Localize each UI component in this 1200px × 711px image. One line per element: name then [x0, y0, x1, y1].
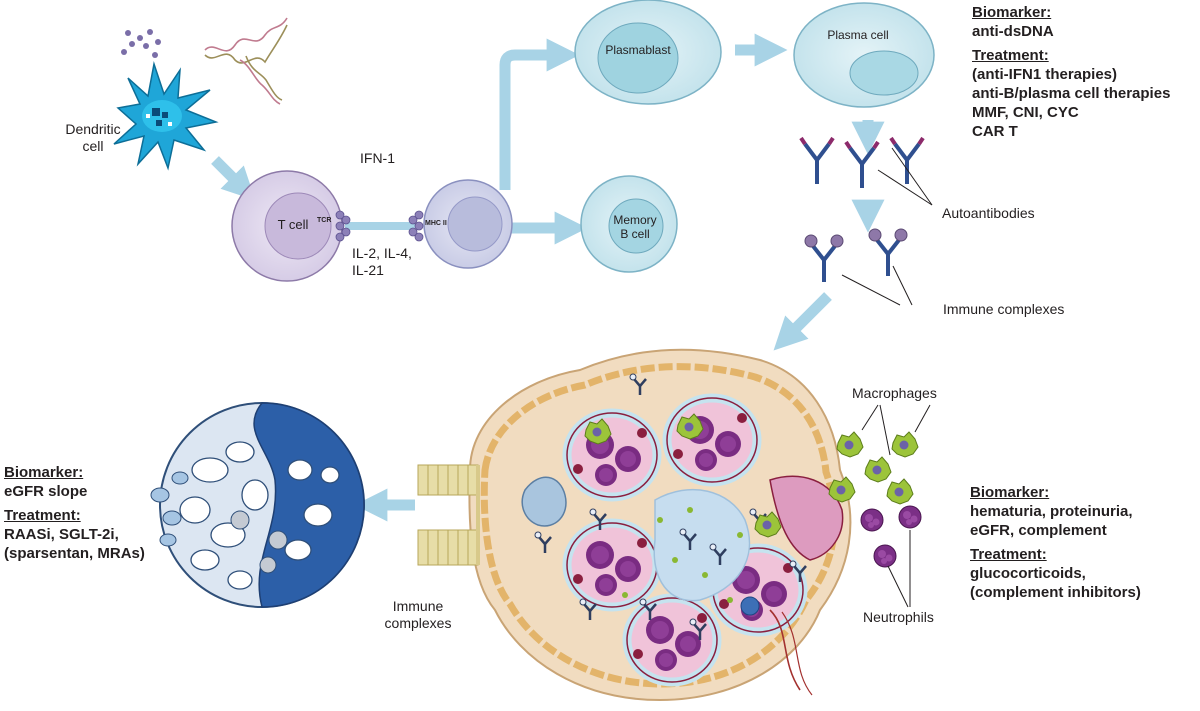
left-treatment-line: RAASi, SGLT-2i, [4, 526, 119, 543]
plasma-cell [793, 2, 935, 108]
right-biomarker-heading: Biomarker: [970, 484, 1050, 501]
plasmablast-label: Plasmablast [605, 43, 671, 57]
right-treatment-line: glucocorticoids, [970, 565, 1086, 582]
right-treatment-heading: Treatment: [970, 546, 1047, 563]
top-biomarker-heading: Biomarker: [972, 4, 1052, 21]
plasmablast-cell [574, 0, 722, 105]
tcr-label: TCR [317, 217, 332, 224]
immune-complexes-group [803, 227, 913, 306]
top-treatment-line: anti-B/plasma cell therapies [972, 85, 1171, 102]
fibrotic-kidney [150, 402, 365, 608]
t-cell [231, 170, 343, 282]
dendritic-cell [113, 61, 219, 171]
plasma-cell-label: Plasma cell [827, 28, 889, 42]
b-cell [423, 179, 513, 269]
top-panel: Biomarker: anti-dsDNA Treatment: (anti-I… [972, 3, 1170, 141]
interleukins-label: IL-2, IL-4,IL-21 [352, 245, 412, 278]
t-cell-label: T cell [277, 217, 309, 232]
glomerulus [417, 348, 852, 702]
macrophages-label: Macrophages [852, 385, 937, 401]
top-treatment-line: MMF, CNI, CYC [972, 104, 1079, 121]
flow-arrows [211, 33, 885, 522]
mhc-label: MHC II [425, 220, 447, 227]
autoantibodies-group [799, 136, 933, 206]
right-treatment-line: (complement inhibitors) [970, 584, 1141, 601]
right-panel: Biomarker: hematuria, proteinuria, eGFR,… [970, 483, 1141, 602]
left-biomarker-heading: Biomarker: [4, 464, 84, 481]
left-treatment-line: (sparsentan, MRAs) [4, 545, 145, 562]
ifn-label: IFN-1 [360, 150, 395, 166]
neutrophils-label: Neutrophils [863, 609, 934, 625]
top-treatment-heading: Treatment: [972, 47, 1049, 64]
immune-complexes-label: Immune complexes [943, 301, 1065, 317]
antigen-particles [121, 29, 161, 58]
top-biomarker-line: anti-dsDNA [972, 23, 1054, 40]
macrophages-group [828, 404, 931, 505]
tcr-mhc-synapse [335, 210, 424, 242]
memory-b-cell [580, 175, 678, 273]
dna-fragments [204, 17, 288, 105]
top-treatment-line: (anti-IFN1 therapies) [972, 66, 1118, 83]
top-treatment-line: CAR T [972, 123, 1018, 140]
right-biomarker-line: hematuria, proteinuria, [970, 503, 1133, 520]
autoantibodies-label: Autoantibodies [942, 205, 1035, 221]
neutrophils-group [860, 505, 922, 608]
left-biomarker-line: eGFR slope [4, 483, 88, 500]
left-panel: Biomarker: eGFR slope Treatment: RAASi, … [4, 463, 145, 563]
right-biomarker-line: eGFR, complement [970, 522, 1107, 539]
left-treatment-heading: Treatment: [4, 507, 81, 524]
